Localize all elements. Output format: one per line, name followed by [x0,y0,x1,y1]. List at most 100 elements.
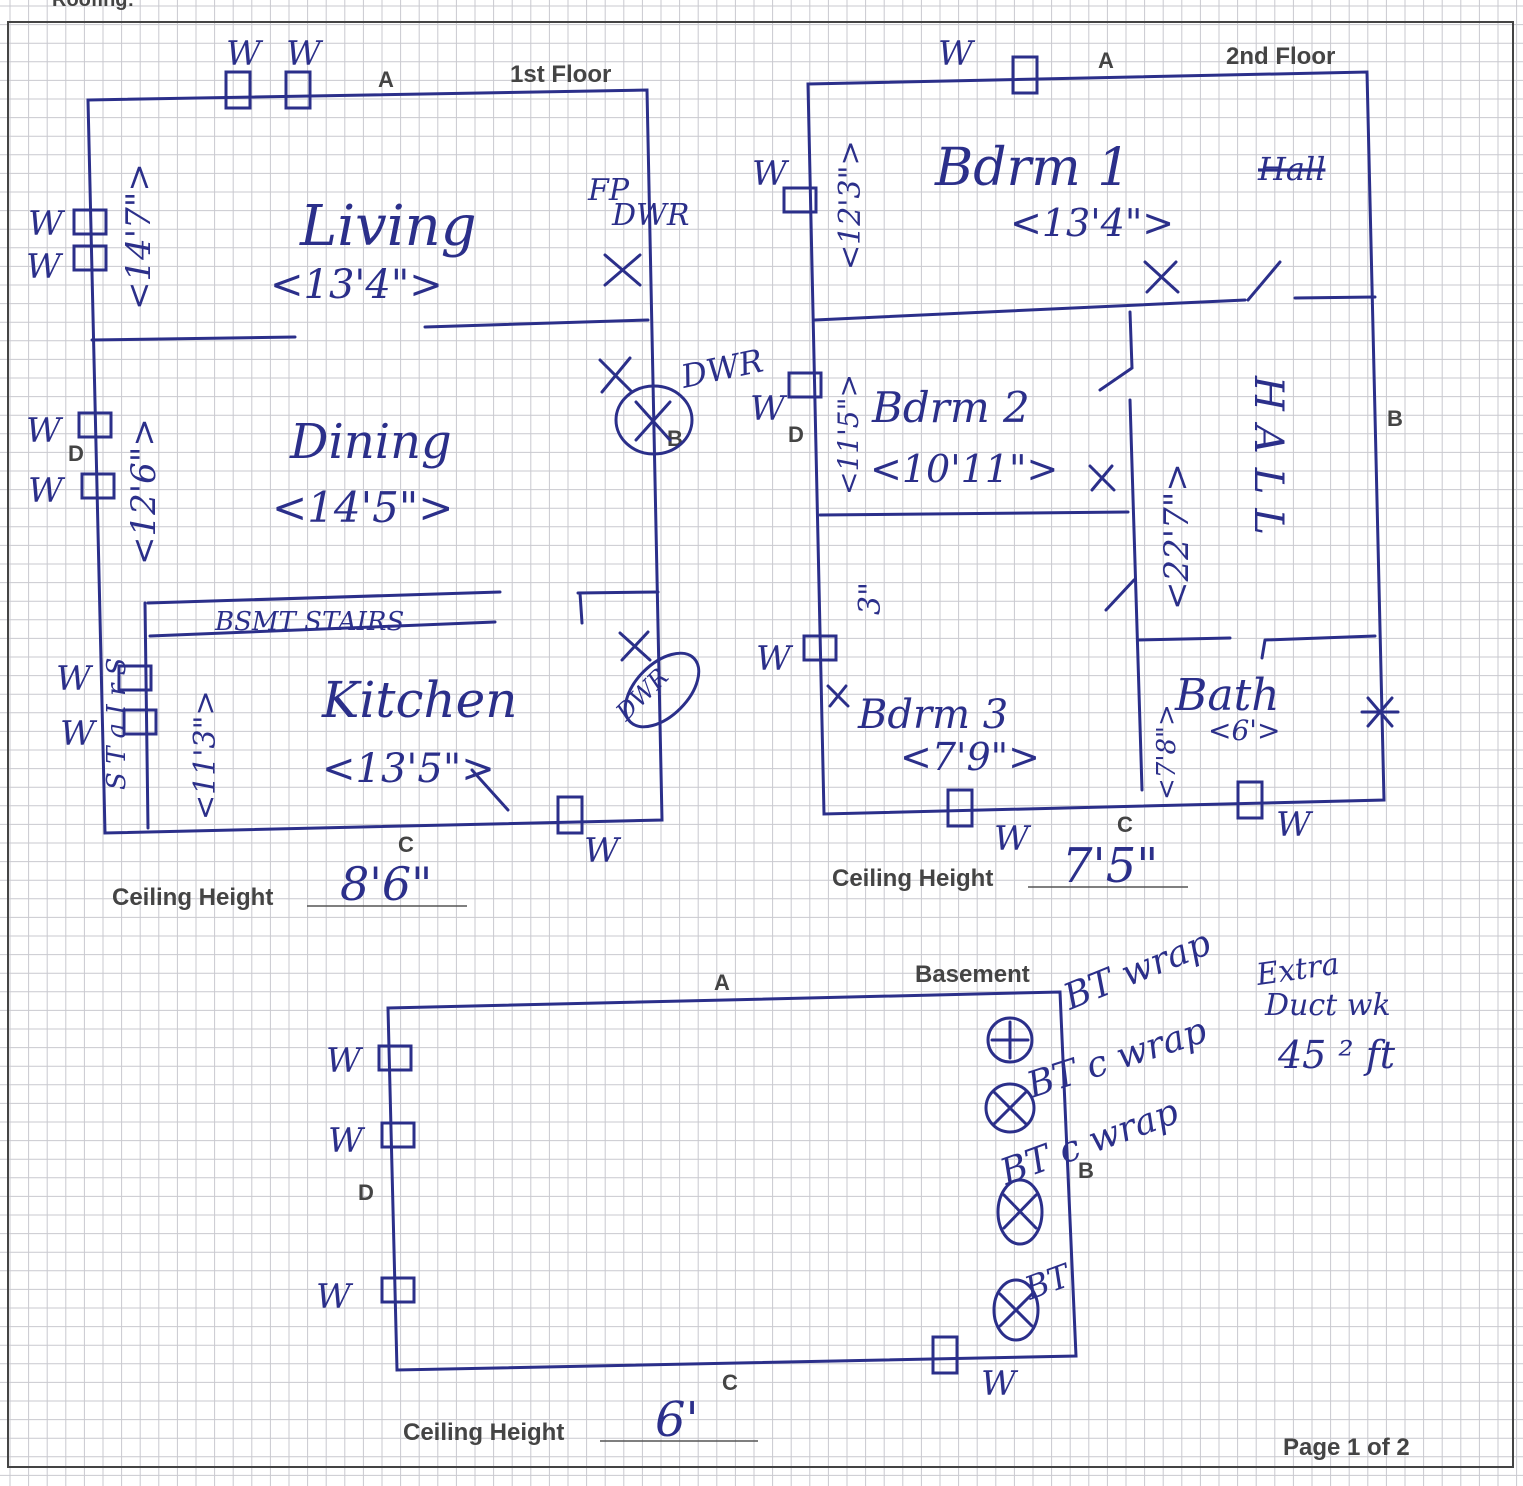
second-partition-hall-left [1128,398,1144,792]
register-star-bath [1360,696,1400,728]
room-dining-name: Dining [289,414,452,470]
window-symbol [122,708,158,736]
first-partition-living-right [423,318,650,329]
window-label: W [750,389,788,429]
page-number: Page 1 of 2 [1283,1434,1410,1461]
note-dwr-living: DWR [611,198,689,233]
window-symbol [1236,780,1264,820]
room-bath-dim: <6'> [1208,714,1280,747]
first-ceiling-value: 8'6" [340,857,432,911]
window-symbol [946,788,974,828]
stairs-side-label: S T a I r S [102,658,132,791]
header-fragment: Roofing: [52,0,134,11]
basement-outline [386,990,1078,1372]
first-floor-plan: 1st Floor A D C B Living <13'4"> <14'7">… [68,61,766,911]
room-bdrm2-side: <11'5"> [832,374,865,495]
window-symbol [72,208,108,236]
room-bdrm3-name: Bdrm 3 [857,692,1008,738]
second-floor-plan: 2nd Floor A D C B Bdrm 1 <13'4"> <12'3">… [788,43,1403,894]
boiler-circle-1 [986,1016,1034,1064]
note-bt-wrap-1: BT wrap [1057,922,1216,1018]
window-label: W [28,204,66,244]
second-partition-bath [1136,634,1377,660]
second-partition-bdrm1 [813,295,1377,322]
second-side-d: D [788,422,804,447]
basement-stairs-label: BSMT STAIRS [214,607,404,637]
window-label: W [226,34,264,74]
second-floor-title: 2nd Floor [1226,43,1335,70]
boiler-circle-2 [984,1082,1036,1134]
window-symbol [77,411,113,439]
window-symbol [380,1276,416,1304]
sheet-frame [7,21,1514,1468]
register-x-kitchen [618,630,652,662]
window-symbol [931,1335,959,1375]
first-kitchen-opening [576,590,660,625]
window-symbol [80,472,116,500]
window-label: W [26,411,64,451]
register-x-bdrm3 [826,684,850,708]
basement-side-b: B [1078,1158,1094,1183]
first-side-a: A [378,67,394,92]
room-hall-name: HALL [1245,375,1291,549]
window-label: W [326,1041,364,1081]
boiler-circle-4 [992,1278,1040,1342]
window-label: W [584,831,622,871]
basement-ceiling-label: Ceiling Height [403,1419,564,1446]
window-symbol [1011,55,1039,95]
window-label: W [60,714,98,754]
room-bdrm2-dim: <10'11"> [870,447,1058,491]
room-bath-name: Bath [1174,670,1280,721]
window-label: W [286,34,324,74]
window-label: W [994,819,1032,859]
room-living-dim: <13'4"> [270,262,443,308]
register-circle-dining [614,384,694,456]
second-side-a: A [1098,48,1114,73]
room-bdrm1-dim: <13'4"> [1010,201,1174,245]
basement-title: Basement [915,961,1030,988]
room-bdrm1-side: <12'3"> [833,140,868,270]
boiler-circle-3 [996,1178,1044,1246]
register-x-bdrm2 [1088,464,1116,492]
window-label: W [316,1277,354,1317]
basement-side-a: A [714,970,730,995]
room-dining-dim: <14'5"> [272,483,453,532]
window-symbol [802,634,838,662]
register-circle-kitchen [623,651,701,729]
extra-duct-line3: 45 ² ft [1277,1033,1396,1077]
basement-ceiling-value: 6' [655,1392,699,1448]
window-label: W [1276,805,1314,845]
second-door-bdrm3 [1104,578,1136,612]
register-x-living [603,253,642,287]
second-ceiling-value: 7'5" [1062,838,1158,894]
register-x-dining [598,356,634,394]
first-stairs-top-line [146,590,502,605]
room-bdrm1-name: Bdrm 1 [934,138,1130,198]
window-label: W [56,659,94,699]
window-symbol [380,1121,416,1149]
window-label: W [26,247,64,287]
first-stairs-side-line [143,601,150,830]
basement-plan: Basement A D C B BT wrap BT c wrap BT c … [358,922,1396,1448]
first-side-d: D [68,441,84,466]
room-bdrm3-dim: <7'9"> [900,735,1040,779]
room-bdrm3-side: 3" [853,582,888,615]
note-bt-wrap-2: BT c wrap [1021,1010,1212,1107]
extra-duct-line2: Duct wk [1264,988,1391,1023]
window-label: W [938,34,976,74]
first-partition-living-dining [90,335,297,342]
second-partition-bdrm2-bdrm3 [818,510,1130,517]
bdrm1-struck-note: Hall [1257,150,1325,188]
window-symbol [284,70,312,110]
basement-side-c: C [722,1370,738,1395]
window-symbol [224,70,252,110]
register-x-bdrm1 [1143,260,1180,294]
window-symbol [787,371,823,399]
second-ceiling-label: Ceiling Height [832,865,993,892]
first-floor-title: 1st Floor [510,61,611,88]
room-kitchen-dim: <13'5"> [322,746,495,792]
first-side-c: C [398,832,414,857]
second-partition-bdrm2-door [1098,310,1134,392]
